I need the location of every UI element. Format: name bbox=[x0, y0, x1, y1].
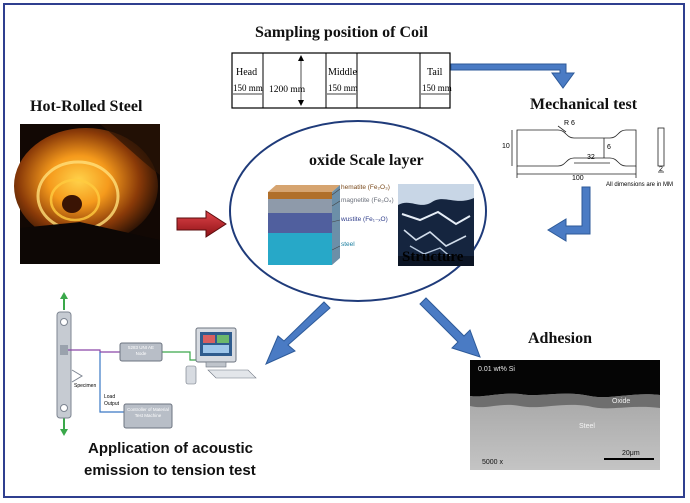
oxide-layer-block bbox=[268, 185, 340, 265]
coil-sampling-table bbox=[231, 52, 451, 109]
label-magnetite: magnetite (Fe₃O₄) bbox=[341, 197, 394, 204]
dim-width-10: 10 bbox=[502, 143, 510, 150]
adhesion-title: Adhesion bbox=[528, 330, 593, 347]
sem-mag-label: 5000 x bbox=[482, 459, 504, 466]
label-steel-layer: steel bbox=[341, 241, 355, 248]
ae-node-label: 5283 UNI AE Node bbox=[127, 345, 154, 356]
coil-length-mm: 1200 mm bbox=[269, 85, 306, 95]
sem-si-label: 0.01 wt% Si bbox=[478, 366, 515, 373]
sem-scale-label: 20μm bbox=[622, 450, 640, 457]
oxide-title: oxide Scale layer bbox=[309, 152, 424, 169]
coil-tail-mm: 150 mm bbox=[422, 83, 452, 93]
acoustic-title-line1: Application of acoustic bbox=[88, 440, 254, 457]
arrow-to-adhesion bbox=[419, 297, 481, 358]
layer-leader-lines bbox=[331, 188, 341, 251]
coil-tail-label: Tail bbox=[427, 67, 443, 78]
coil-middle-label: Middle bbox=[328, 67, 357, 78]
acoustic-emission-setup bbox=[56, 292, 257, 436]
adhesion-sem-micrograph bbox=[470, 360, 660, 470]
dim-width-6: 6 bbox=[607, 144, 611, 151]
arrow-mechanical-to-oxide bbox=[547, 186, 591, 242]
ae-specimen-label: Specimen bbox=[74, 383, 97, 389]
acoustic-title-line2: emission to tension test bbox=[84, 462, 256, 479]
label-wustite: wustite (Fe₁₋ₓO) bbox=[341, 216, 388, 223]
dim-radius: R 6 bbox=[564, 120, 575, 127]
ae-controller-label: Controller of Material Test Machine bbox=[127, 407, 169, 418]
tensile-specimen-drawing bbox=[511, 125, 665, 178]
coil-middle-mm: 150 mm bbox=[328, 83, 358, 93]
arrow-to-acoustic bbox=[265, 301, 331, 365]
sem-steel-label: Steel bbox=[579, 423, 595, 430]
mechanical-title: Mechanical test bbox=[530, 96, 638, 113]
dim-length-32: 32 bbox=[587, 154, 595, 161]
hot-rolled-coil-photo bbox=[14, 124, 160, 264]
arrow-coil-to-oxide bbox=[176, 210, 227, 238]
coil-head-label: Head bbox=[236, 67, 258, 78]
dim-note: All dimensions are in MM bbox=[606, 182, 674, 188]
sem-oxide-label: Oxide bbox=[612, 398, 631, 405]
oxide-structure-micrograph bbox=[398, 184, 474, 266]
label-hematite: hematite (Fe₂O₃) bbox=[341, 184, 390, 191]
dim-thickness-2: 2 bbox=[659, 166, 663, 173]
sampling-title: Sampling position of Coil bbox=[255, 24, 428, 41]
hot-rolled-title: Hot-Rolled Steel bbox=[30, 98, 143, 115]
dim-length-100: 100 bbox=[572, 175, 584, 182]
arrow-to-mechanical-test bbox=[450, 63, 575, 89]
ae-load-label: Load bbox=[104, 394, 116, 400]
ae-output-label: Output bbox=[104, 401, 120, 407]
figure-frame bbox=[3, 3, 685, 498]
coil-head-mm: 150 mm bbox=[233, 83, 263, 93]
structure-label: Structure bbox=[402, 249, 464, 265]
